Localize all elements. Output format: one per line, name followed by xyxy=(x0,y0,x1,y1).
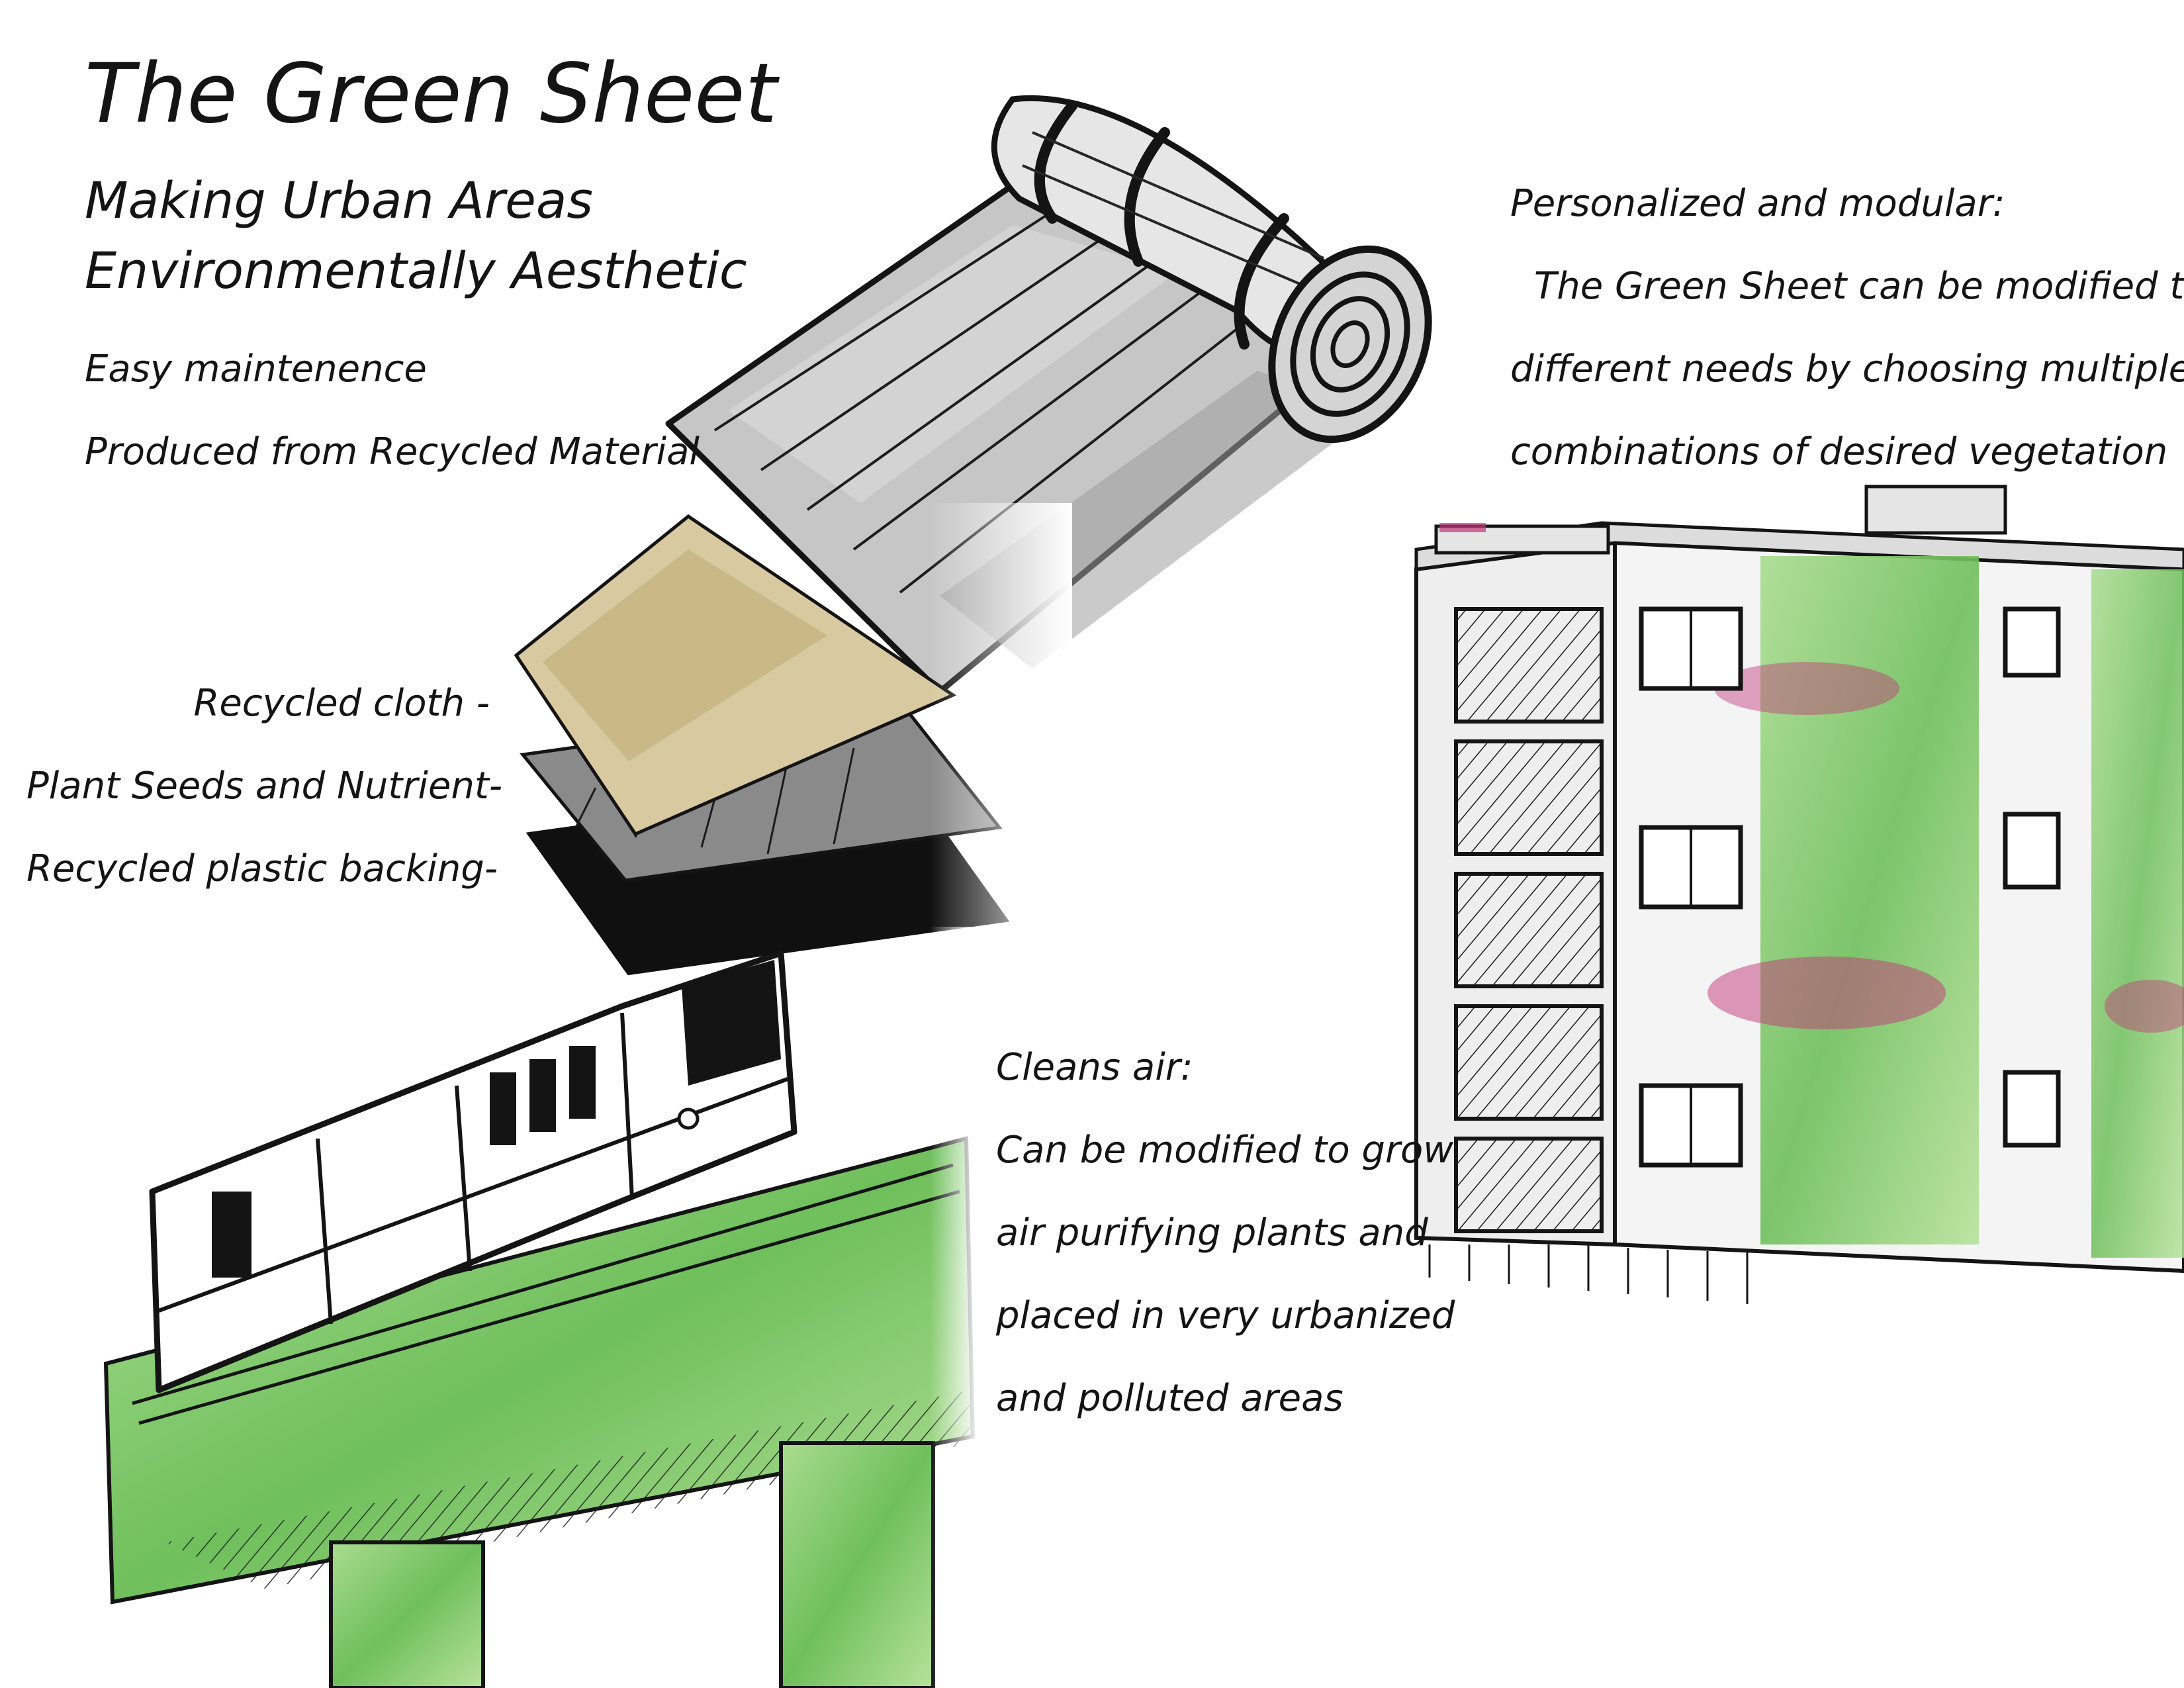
cleans-air-heading: Cleans air: xyxy=(996,1046,1193,1089)
personalized-line: The Green Sheet can be modified to fit xyxy=(1534,265,2184,308)
layer-stack-drawing xyxy=(503,503,1072,1006)
cleans-air-line: Can be modified to grow xyxy=(996,1129,1454,1172)
green-wall-right xyxy=(2091,569,2184,1258)
layer-label-seeds: Plant Seeds and Nutrient- xyxy=(26,765,503,808)
layer-label-cloth: Recycled cloth - xyxy=(193,682,490,725)
feature-easy-maintenance: Easy maintenence xyxy=(85,348,427,391)
personalized-heading: Personalized and modular: xyxy=(1510,182,2005,225)
personalized-line: different needs by choosing multiple xyxy=(1510,348,2184,391)
cleans-air-line: and polluted areas xyxy=(996,1377,1343,1420)
cleans-air-line: placed in very urbanized xyxy=(996,1294,1455,1337)
personalized-line: combinations of desired vegetation xyxy=(1510,430,2168,473)
roll-end-spiral xyxy=(1268,245,1432,444)
page-subtitle: Making Urban Areas Environmentally Aesth… xyxy=(85,171,747,301)
feature-recycled-material: Produced from Recycled Material xyxy=(85,430,700,473)
cleans-air-line: air purifying plants and xyxy=(996,1211,1428,1254)
building-drawing xyxy=(1414,485,2184,1304)
layer-label-backing: Recycled plastic backing- xyxy=(26,847,498,890)
green-wall-left xyxy=(1760,556,1979,1244)
page-title: The Green Sheet xyxy=(85,46,778,142)
train-drawing xyxy=(103,927,979,1688)
